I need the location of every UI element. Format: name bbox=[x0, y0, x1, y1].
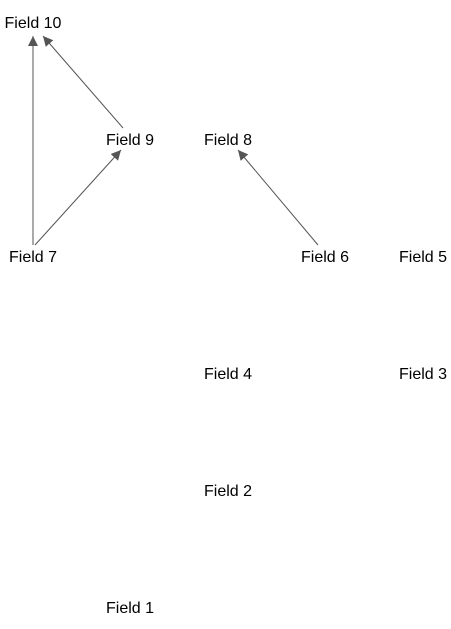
node-field-10[interactable]: Field 10 bbox=[5, 15, 62, 32]
edges-layer bbox=[28, 35, 319, 246]
node-field-5[interactable]: Field 5 bbox=[399, 249, 447, 266]
node-field-7[interactable]: Field 7 bbox=[9, 249, 57, 266]
node-field-6[interactable]: Field 6 bbox=[301, 249, 349, 266]
node-field-4[interactable]: Field 4 bbox=[204, 366, 252, 383]
node-field-8[interactable]: Field 8 bbox=[204, 132, 252, 149]
nodes-layer: Field 1 Field 2 Field 3 Field 4 Field 5 … bbox=[5, 15, 448, 617]
edge-field7-to-field9 bbox=[34, 149, 122, 246]
edge-field9-to-field10 bbox=[42, 35, 124, 129]
edge-field6-to-field8 bbox=[237, 149, 319, 246]
node-field-2[interactable]: Field 2 bbox=[204, 483, 252, 500]
node-field-9[interactable]: Field 9 bbox=[106, 132, 154, 149]
node-field-1[interactable]: Field 1 bbox=[106, 600, 154, 617]
node-field-3[interactable]: Field 3 bbox=[399, 366, 447, 383]
